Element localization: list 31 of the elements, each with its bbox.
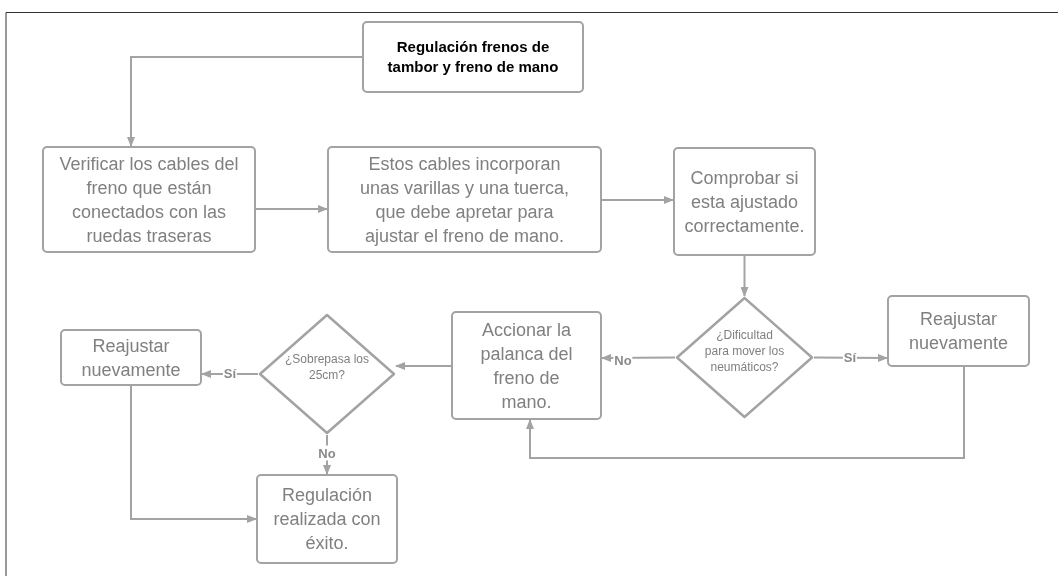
step-text: Regulación realizada con éxito. [272,484,382,555]
step-text: Estos cables incorporan unas varillas y una tuerca, que debe apretar para ajustar el freno de mano. [358,152,571,248]
arrow [740,255,749,297]
start-label: Regulación frenos de tambor y freno de mano [386,37,560,77]
process-box [887,295,1030,367]
arrow [601,353,676,362]
arrow [127,56,363,147]
decision-question: ¿Sobrepasa los 25cm? [283,351,370,383]
process-box [451,311,602,420]
process-box [673,147,816,256]
decision-diamond [675,296,814,419]
arrow [323,434,331,475]
step-text: Reajustar nuevamente [907,308,1010,355]
process-box [42,146,256,253]
process-box [60,329,202,386]
step-text: Verificar los cables del freno que están conectados con las ruedas traseras [58,152,240,248]
arrow [601,196,674,204]
arrow [130,385,257,523]
title-box [362,21,584,93]
step-text: Accionar la palanca del freno de mano. [479,318,574,414]
decision-question: ¿Dificultad para mover los neumáticos? [703,326,786,375]
arrow [201,370,259,378]
step-text: Reajustar nuevamente [80,334,182,382]
arrow [526,366,965,459]
process-box [256,474,398,564]
edge-label: No [317,445,337,461]
arrow [395,362,452,370]
process-box [327,146,602,253]
decision-diamond [258,313,396,435]
arrow [255,205,328,213]
step-text: Comprobar si esta ajustado correctamente. [683,166,806,238]
